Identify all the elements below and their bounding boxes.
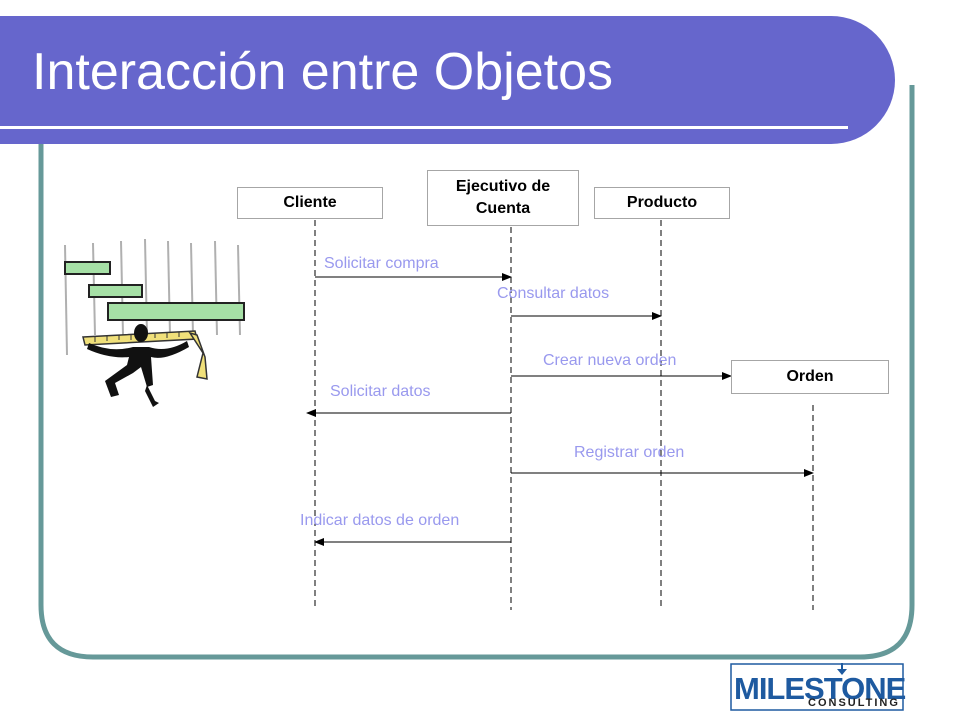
msg-consultar-datos: Consultar datos bbox=[497, 285, 610, 302]
person-lifting-bars-clipart-icon bbox=[64, 238, 245, 407]
object-producto: Producto bbox=[594, 187, 730, 219]
object-cliente: Cliente bbox=[237, 187, 383, 219]
object-orden: Orden bbox=[731, 360, 889, 394]
milestone-logo: MILESTONE CONSULTING bbox=[730, 663, 906, 713]
msg-indicar-datos-de-orden: Indicar datos de orden bbox=[300, 512, 460, 529]
object-cliente-label: Cliente bbox=[283, 194, 337, 211]
msg-solicitar-datos: Solicitar datos bbox=[330, 383, 431, 400]
msg-solicitar-compra: Solicitar compra bbox=[324, 255, 439, 272]
compass-arrow-icon bbox=[837, 663, 847, 675]
title-bar bbox=[0, 16, 895, 144]
logo-tagline: CONSULTING bbox=[808, 697, 900, 709]
title-underline bbox=[0, 126, 848, 129]
slide-title: Interacción entre Objetos bbox=[32, 43, 613, 101]
msg-crear-nueva-orden: Crear nueva orden bbox=[543, 352, 677, 369]
object-producto-label: Producto bbox=[626, 194, 698, 211]
msg-registrar-orden: Registrar orden bbox=[574, 444, 685, 461]
logo-frame bbox=[730, 663, 904, 711]
object-ejecutivo-label: Ejecutivo de Cuenta bbox=[455, 178, 551, 217]
frame-border bbox=[38, 85, 915, 660]
object-ejecutivo: Ejecutivo de Cuenta bbox=[427, 170, 579, 226]
object-orden-label: Orden bbox=[786, 368, 834, 385]
logo-name: MILESTONE bbox=[734, 671, 906, 706]
